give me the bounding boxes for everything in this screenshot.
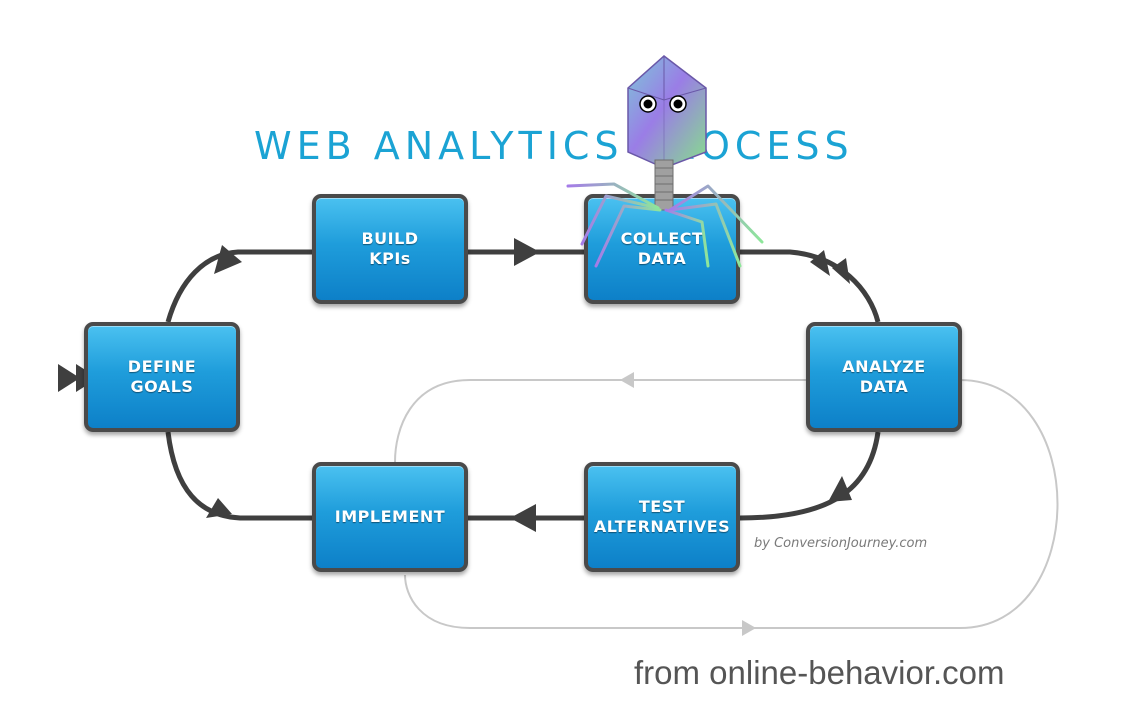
credit-text: by ConversionJourney.com <box>754 536 928 551</box>
secondary-loop <box>394 379 1059 629</box>
step-implement: IMPLEMENT <box>312 462 468 572</box>
source-caption: from online-behavior.com <box>634 654 1005 691</box>
step-analyze-data-label: ANALYZE DATA <box>842 357 926 396</box>
arrow-to-analyze-data-2 <box>832 258 850 284</box>
entry-arrow-1 <box>58 364 80 392</box>
arrow-to-build-kpis <box>214 245 242 274</box>
step-build-kpis: BUILD KPIs <box>312 194 468 304</box>
step-define-goals: DEFINE GOALS <box>84 322 240 432</box>
arrow-to-define-goals <box>206 498 232 518</box>
arrow-to-collect-data <box>514 238 540 266</box>
diagram-title: WEB ANALYTICS PROCESS <box>254 124 854 168</box>
step-build-kpis-label: BUILD KPIs <box>361 229 419 268</box>
step-define-goals-label: DEFINE GOALS <box>127 357 197 396</box>
step-implement-label: IMPLEMENT <box>334 507 446 526</box>
step-analyze-data: ANALYZE DATA <box>806 322 962 432</box>
secondary-arrow-left <box>620 372 634 388</box>
step-test-alternatives-label: TEST ALTERNATIVES <box>593 497 731 536</box>
step-test-alternatives: TEST ALTERNATIVES <box>584 462 740 572</box>
arrow-to-analyze-data-1 <box>810 250 830 276</box>
arrow-to-implement <box>510 504 536 532</box>
step-collect-data: COLLECT DATA <box>584 194 740 304</box>
secondary-arrow-right <box>742 620 756 636</box>
arrow-to-test <box>828 476 852 502</box>
step-collect-data-label: COLLECT DATA <box>620 229 704 268</box>
